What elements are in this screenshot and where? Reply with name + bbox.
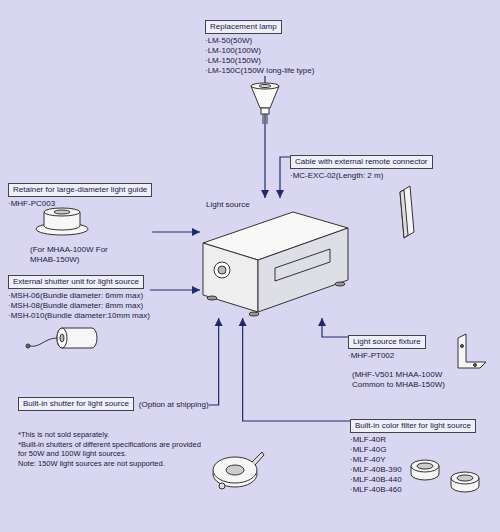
accessory-box: Cable with external remote connector ·MC-… (290, 150, 433, 181)
box-heading: Built-in shutter for light source (18, 397, 134, 411)
part-number: ·MLF-40G (350, 445, 476, 455)
fixture-bracket-illustration (458, 334, 486, 368)
part-number: ·MHF-PT002 (348, 351, 456, 361)
light-source-illustration-part (218, 266, 226, 274)
box-heading: Light source (206, 200, 344, 210)
part-number: ·LM-150(150W) (205, 56, 314, 66)
part-number: ·MHF-PC003 (8, 199, 152, 209)
color-filter-illustration-part (411, 460, 439, 472)
light-source-illustration-part (335, 282, 345, 286)
cable-connector-illustration (400, 186, 414, 238)
box-heading: Built-in color filter for light source (350, 419, 476, 433)
part-number: ·MSH-010(Bundle diameter:10mm max) (8, 311, 150, 321)
part-number: ·MLF-40Y (350, 455, 476, 465)
light-source-illustration-part (203, 243, 258, 312)
external-shutter-illustration-part (60, 334, 64, 342)
external-shutter-illustration (26, 328, 97, 348)
accessory-box: Replacement lamp ·LM-50(50W)·LM-100(100W)… (205, 15, 314, 76)
part-number: (Option at shipping) (139, 400, 209, 410)
box-heading: Cable with external remote connector (290, 155, 433, 169)
accessory-box: Retainer for large-diameter light guide ·… (8, 178, 152, 265)
lamp-illustration-part (261, 108, 269, 114)
fixture-bracket-illustration-part (458, 334, 486, 368)
external-shutter-illustration-part (57, 328, 97, 348)
connector-arrow (209, 318, 219, 405)
box-heading: External shutter unit for light source (8, 275, 144, 289)
footnote: *Built-in shutters of different specific… (18, 440, 206, 459)
retainer-illustration-part (54, 210, 70, 214)
lamp-illustration-part (259, 85, 271, 88)
accessory-box: External shutter unit for light source ·M… (8, 270, 150, 355)
built-in-shutter-illustration-part (213, 457, 257, 483)
lamp-illustration-part (263, 114, 264, 124)
retainer-illustration-part (44, 208, 80, 216)
external-shutter-illustration-part (57, 328, 67, 348)
color-filter-illustration-part (417, 463, 433, 469)
part-number: ·LM-50(50W) (205, 36, 314, 46)
built-in-shutter-illustration-part (252, 452, 264, 465)
external-shutter-illustration-part (26, 344, 30, 348)
part-number: ·LM-150C(150W long-life type) (205, 66, 314, 76)
part-number: ·MLF-40R (350, 435, 476, 445)
lamp-illustration (251, 83, 279, 124)
cable-connector-illustration-part (400, 190, 408, 238)
box-heading: Replacement lamp (205, 20, 282, 34)
connector-arrow (280, 157, 290, 198)
box-heading: Light source fixture (348, 335, 426, 349)
part-number: ·MC-EXC-02(Length: 2 m) (290, 171, 433, 181)
part-number: ·MLF-40B-390 (350, 465, 476, 475)
fixture-bracket-illustration-part (474, 364, 477, 367)
lamp-illustration-part (251, 83, 279, 89)
connector-arrow (243, 318, 350, 421)
part-number: ·MLF-40B-460 (350, 485, 476, 495)
connector-arrow (322, 318, 348, 337)
part-number: (For MHAA-100W For MHAB-150W) (30, 245, 110, 265)
built-in-shutter-illustration (213, 452, 264, 489)
part-number: ·MSH-08(Bundle diameter: 8mm max) (8, 301, 150, 311)
fixture-bracket-illustration-part (461, 345, 464, 348)
footnote: Note: 150W light sources are not support… (18, 459, 206, 469)
cable-connector-illustration-part (400, 186, 414, 238)
accessory-box: Built-in shutter for light source (Option… (18, 397, 209, 413)
part-number: ·LM-100(100W) (205, 46, 314, 56)
lamp-illustration-part (267, 114, 268, 124)
light-source-illustration-part (249, 312, 259, 316)
color-filter-illustration (411, 460, 479, 492)
part-number: (MHF-V501 MHAA-100W Common to MHAB-150W) (352, 370, 456, 390)
retainer-illustration (36, 208, 88, 235)
connector-arrow (150, 289, 200, 290)
light-source-illustration (203, 212, 348, 316)
part-number: ·MSH-06(Bundle diameter: 6mm max) (8, 291, 150, 301)
accessory-box: Built-in color filter for light source ·M… (350, 414, 476, 495)
color-filter-illustration-part (457, 475, 473, 481)
light-source-illustration-part (275, 249, 330, 281)
light-source-illustration-part (258, 228, 348, 312)
light-source-illustration-part (214, 262, 230, 278)
note-layer: *This is not sold separately.*Built-in s… (18, 430, 206, 468)
built-in-shutter-illustration-part (219, 483, 225, 489)
connector-arrow (152, 231, 200, 232)
part-number: ·MLF-40B-440 (350, 475, 476, 485)
external-shutter-illustration-part (30, 338, 57, 346)
device-label-box: Light source (200, 198, 350, 318)
color-filter-illustration-part (451, 472, 479, 484)
light-source-illustration-part (207, 296, 217, 300)
box-heading: Retainer for large-diameter light guide (8, 183, 152, 197)
built-in-shutter-illustration-part (226, 465, 244, 475)
footnote: *This is not sold separately. (18, 430, 206, 440)
accessory-box: Light source fixture ·MHF-PT002 (MHF-V501 … (348, 330, 456, 390)
